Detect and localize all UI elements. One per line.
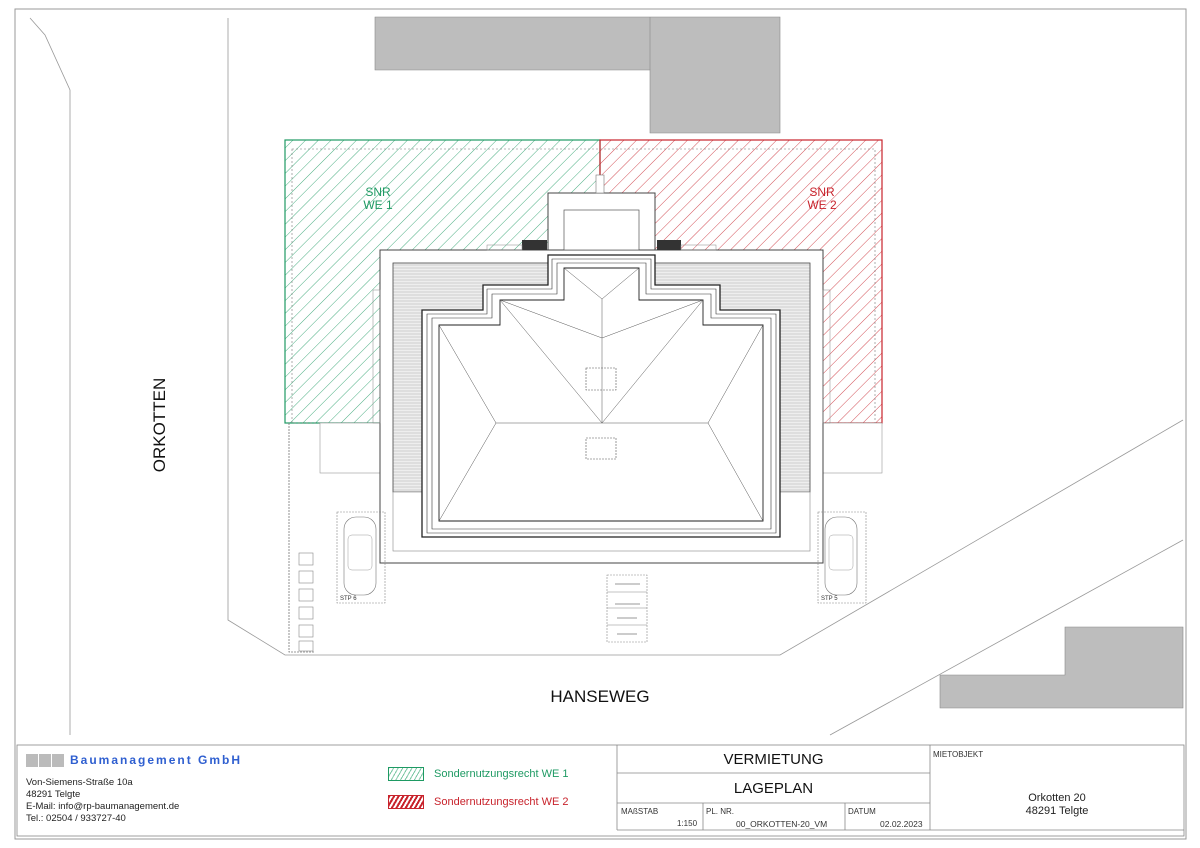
legend-item-we1: Sondernutzungsrecht WE 1 — [388, 767, 569, 781]
zone-label-we2: SNR — [809, 185, 835, 199]
hatch-swatch-red — [388, 795, 424, 809]
sheet-frame — [14, 8, 1187, 840]
zone-label-we1: WE 1 — [363, 198, 393, 212]
street-name-orkotten: ORKOTTEN — [150, 378, 169, 472]
logo-mark — [26, 753, 64, 767]
parking-label: STP 6 — [340, 596, 357, 602]
object-label: MIETOBJEKT — [933, 750, 984, 759]
paving-stones — [298, 552, 314, 652]
scale-value: 1:150 — [677, 819, 698, 828]
date-label: DATUM — [848, 807, 876, 816]
address-phone: Tel.: 02504 / 933727-40 — [26, 813, 126, 824]
roof-outline — [421, 254, 781, 538]
date-value: 02.02.2023 — [880, 819, 923, 829]
plan-no-value: 00_ORKOTTEN-20_VM — [736, 819, 828, 829]
road-edge — [29, 17, 71, 735]
object-address: Orkotten 20 48291 Telgte — [930, 792, 1184, 818]
bin-storage — [657, 240, 681, 250]
legend-label: Sondernutzungsrecht WE 1 — [434, 768, 569, 780]
address-city: 48291 Telgte — [26, 789, 81, 800]
parking-space-stp5: STP 5 — [817, 511, 867, 604]
plan-no-label: PL. NR. — [706, 807, 735, 816]
company-logo: Baumanagement GmbH — [26, 753, 242, 767]
skylight — [585, 367, 617, 391]
object-street: Orkotten 20 — [1028, 792, 1086, 804]
skylight — [585, 437, 617, 460]
car-icon — [824, 516, 858, 596]
object-city: 48291 Telgte — [1025, 805, 1089, 817]
plan-purpose: VERMIETUNG — [723, 751, 824, 768]
hatch-swatch-green — [388, 767, 424, 781]
car-icon — [343, 516, 377, 596]
address-street: Von-Siemens-Straße 10a — [26, 777, 133, 788]
title-block — [16, 744, 1185, 837]
zone-label-we2: WE 2 — [807, 198, 837, 212]
legend-label: Sondernutzungsrecht WE 2 — [434, 796, 569, 808]
roof-ridges — [438, 267, 764, 522]
address-email: E-Mail: info@rp-baumanagement.de — [26, 801, 180, 812]
neighbor-building-top — [374, 16, 781, 134]
legend-item-we2: Sondernutzungsrecht WE 2 — [388, 795, 569, 809]
plot-boundary — [227, 18, 1184, 656]
parking-space-stp6: STP 6 — [336, 511, 386, 604]
scale-label: MAßSTAB — [621, 807, 659, 816]
plan-type: LAGEPLAN — [733, 780, 814, 797]
zone-label-we1: SNR — [365, 185, 391, 199]
company-address: Von-Siemens-Straße 10a 48291 Telgte E-Ma… — [26, 777, 179, 825]
street-name-hanseweg: HANSEWEG — [550, 687, 649, 706]
neighbor-building-bottom-right — [939, 626, 1184, 709]
company-name: Baumanagement GmbH — [70, 753, 243, 767]
bin-storage — [522, 240, 547, 250]
bike-stand — [606, 574, 648, 643]
parking-label: STP 5 — [821, 596, 838, 602]
